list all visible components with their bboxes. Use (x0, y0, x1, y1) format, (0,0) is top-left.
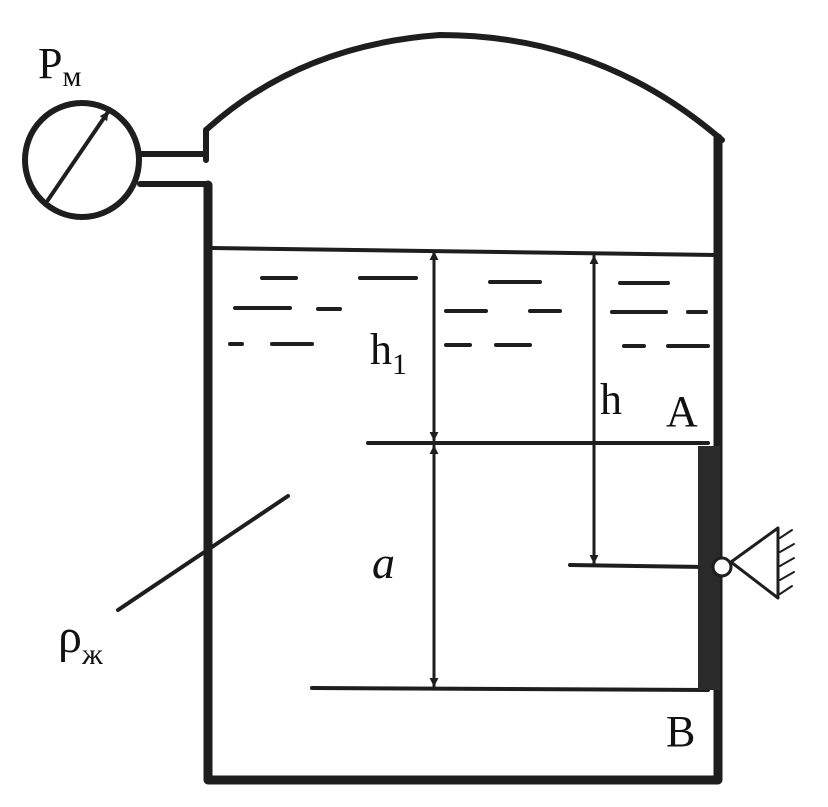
manometer-label-subscript: м (62, 60, 81, 93)
point-a-label: A (666, 387, 698, 436)
manometer: Pм (22, 39, 209, 220)
liquid-surface (210, 246, 718, 257)
support-hatching (779, 529, 795, 595)
svg-text:Pм: Pм (38, 39, 81, 93)
gate-bottom-reference-line (310, 686, 710, 692)
manometer-needle (46, 110, 110, 202)
gate-plate (698, 446, 720, 690)
density-label-subscript: ж (81, 638, 103, 671)
center-pressure-reference-line (568, 563, 708, 569)
liquid-waves (228, 276, 710, 348)
svg-text:h1: h1 (370, 325, 407, 381)
density-label: ρ (58, 610, 82, 663)
manometer-connector (137, 151, 209, 187)
h1-label-subscript: 1 (392, 348, 407, 381)
manometer-dial (22, 100, 142, 220)
gate-support-triangle (729, 526, 780, 600)
manometer-label: P (38, 39, 62, 88)
tank-dome (203, 32, 725, 143)
a-label: a (372, 537, 395, 588)
density-leader-line (116, 494, 290, 612)
h-label: h (600, 375, 622, 424)
gate-shield (698, 446, 795, 690)
tank-walls (203, 32, 725, 785)
point-b-label: B (666, 707, 695, 756)
gate-hinge (711, 556, 733, 578)
h1-label: h (370, 325, 392, 374)
svg-text:ρж: ρж (58, 610, 103, 671)
